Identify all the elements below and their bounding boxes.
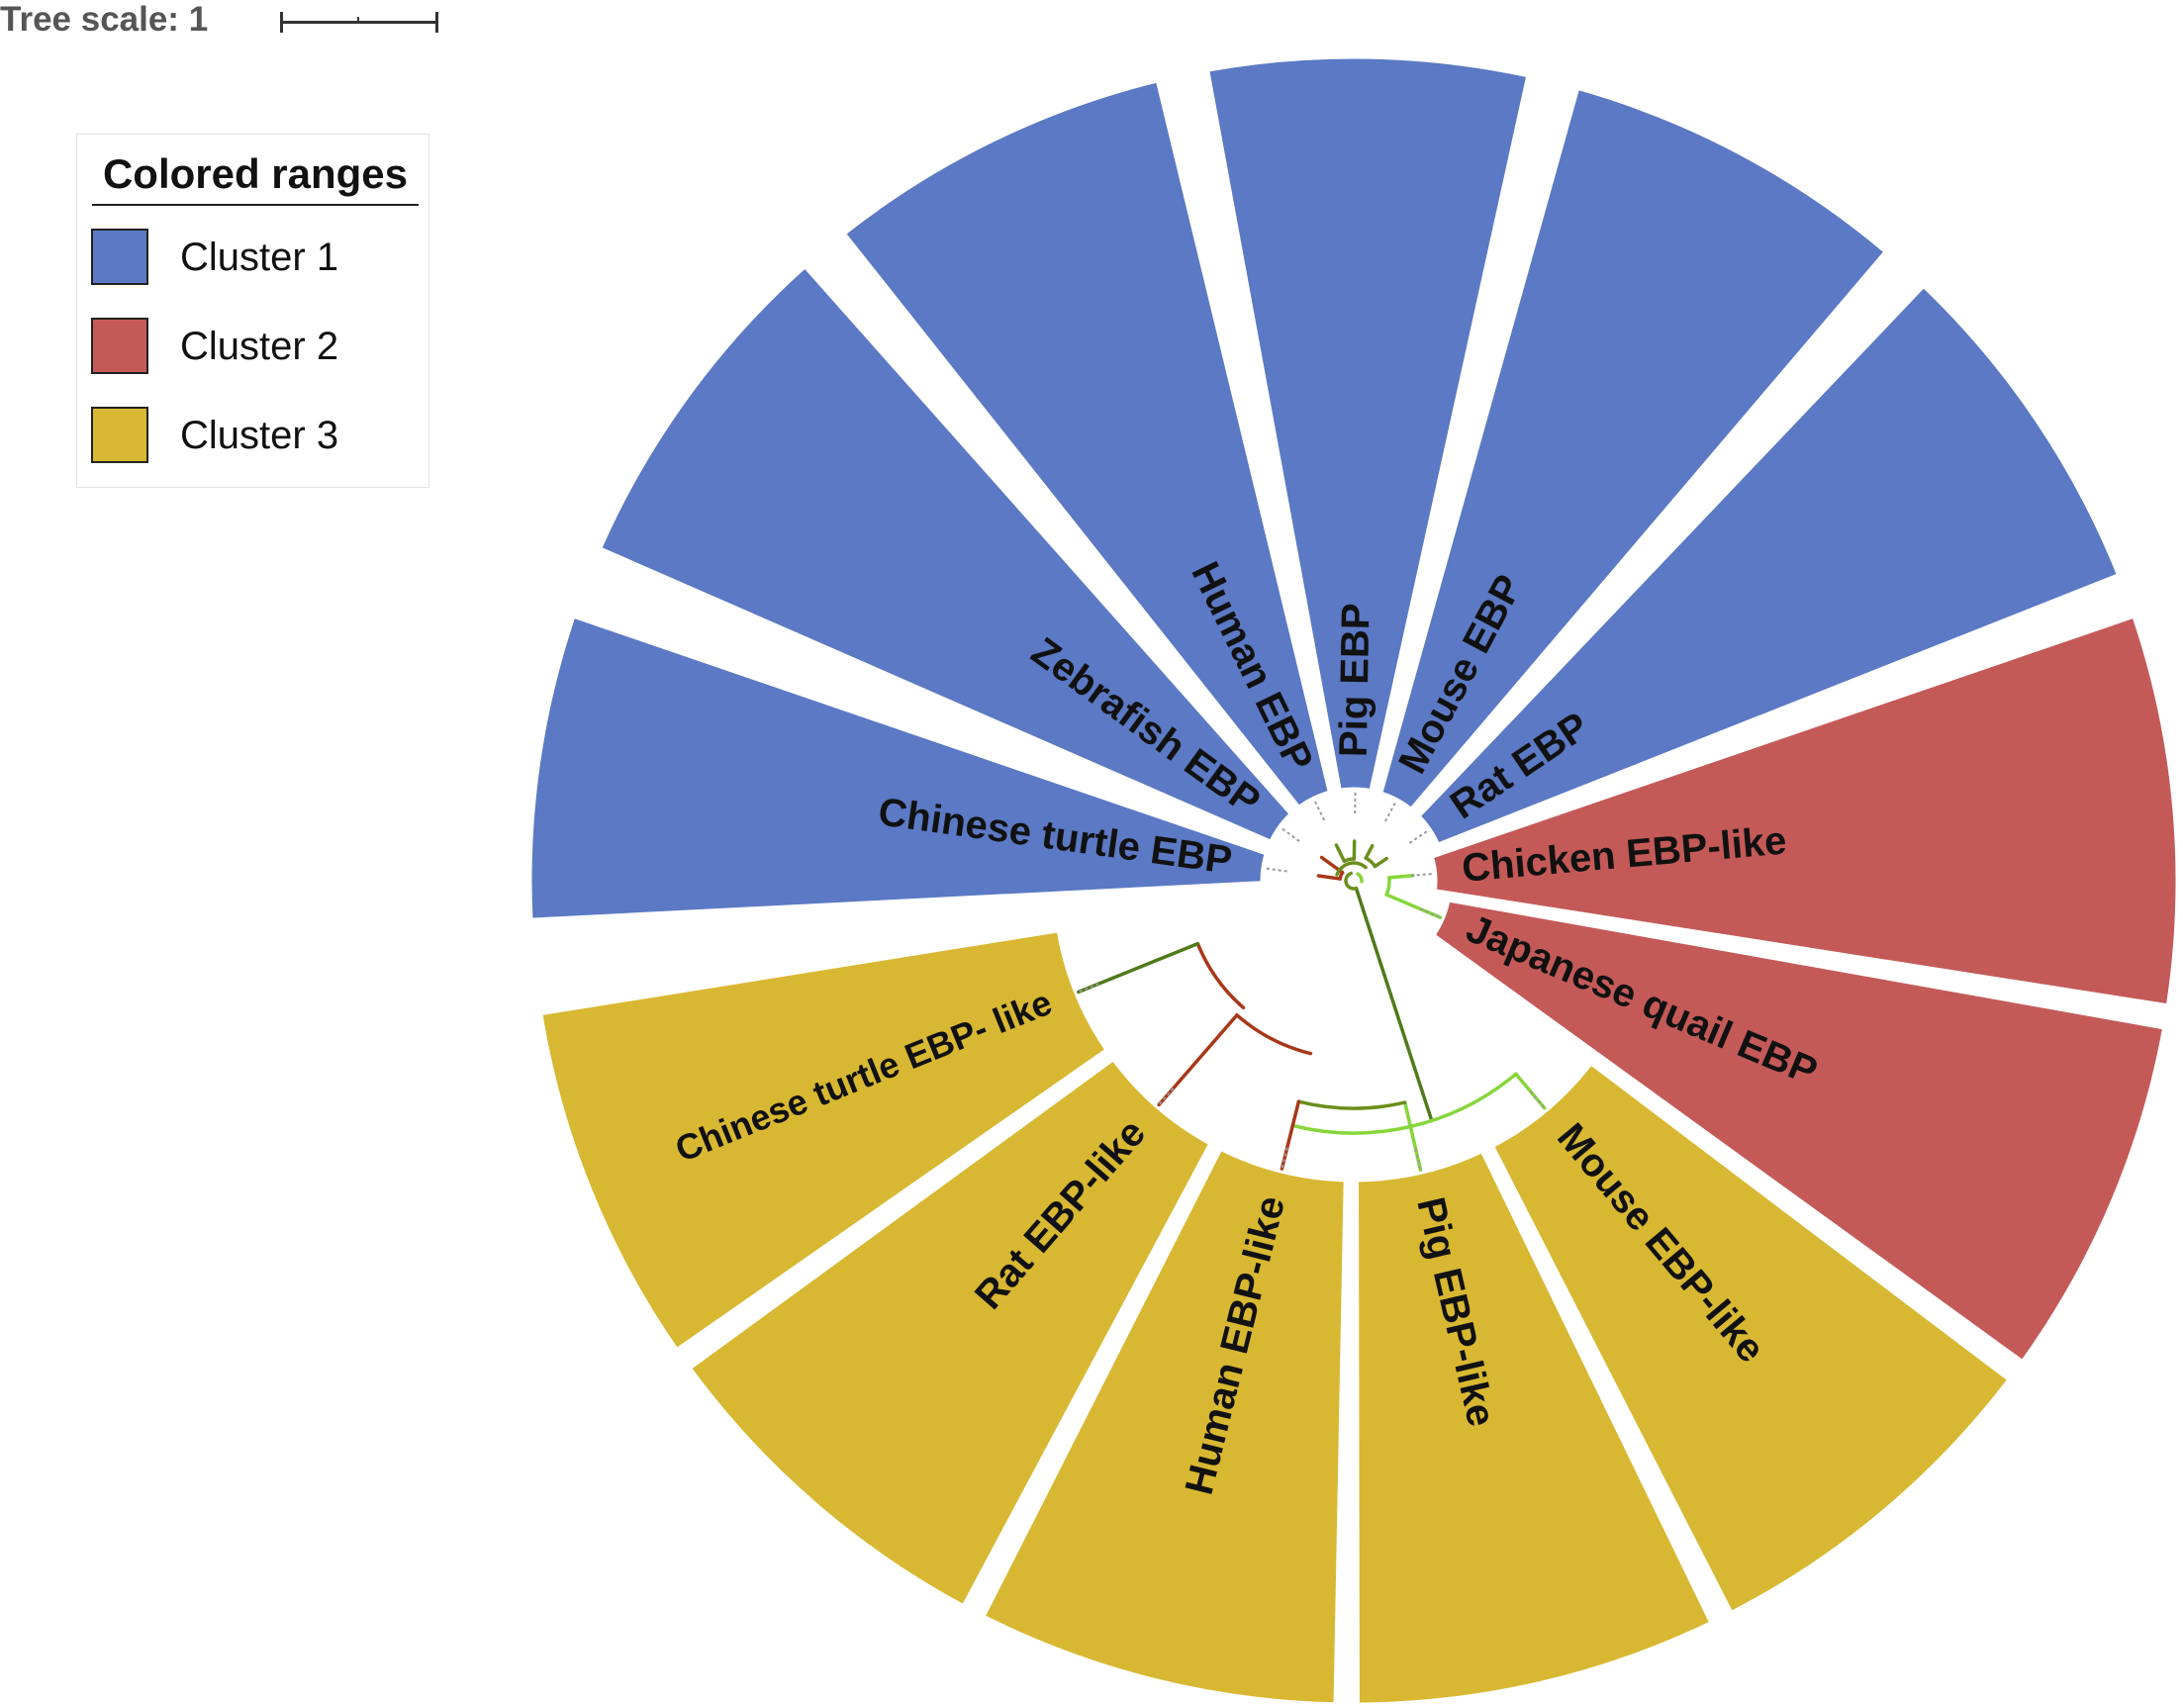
range-segment-zebrafish-ebp bbox=[590, 256, 1301, 851]
legend-label-cluster-3: Cluster 3 bbox=[180, 414, 339, 457]
branch-c3-arc4 bbox=[1195, 941, 1246, 1010]
leaf-leader-human-ebp-like bbox=[1280, 1147, 1288, 1172]
range-segment-pig-ebp bbox=[1199, 49, 1537, 800]
branch-c2-arc bbox=[1384, 876, 1391, 897]
colored-range-segments bbox=[522, 49, 2183, 1708]
range-segment-human-ebp-like bbox=[974, 1139, 1353, 1708]
legend-label-cluster-2: Cluster 2 bbox=[180, 325, 339, 368]
range-segment-chinese-turtle-ebp-like bbox=[532, 922, 1117, 1361]
branch-c1-arc2 bbox=[1342, 857, 1357, 863]
range-segment-japanese-quail-ebp bbox=[1423, 892, 2173, 1372]
range-segment-human-ebp bbox=[834, 71, 1339, 817]
leaf-leader-chinese-turtle-ebp-like bbox=[1076, 983, 1099, 995]
branch-c3-pig bbox=[1402, 1100, 1423, 1173]
range-segment-mouse-ebp bbox=[1372, 79, 1896, 819]
legend-swatch-cluster-2 bbox=[91, 318, 148, 374]
branch-c1-c bbox=[1334, 843, 1347, 863]
branch-c3-arc2 bbox=[1296, 1099, 1407, 1110]
branch-root-arc bbox=[1344, 871, 1359, 891]
tree-scale-tick bbox=[357, 17, 359, 24]
branch-c3-mouse bbox=[1514, 1072, 1547, 1110]
branch-c3-arc3 bbox=[1235, 1013, 1313, 1056]
leaf-leader-chicken-ebp-like bbox=[1410, 872, 1435, 877]
legend-label-cluster-1: Cluster 1 bbox=[180, 236, 339, 279]
range-segment-rat-ebp bbox=[1408, 275, 2129, 854]
branch-c1-f bbox=[1373, 856, 1388, 869]
leaf-leader-mouse-ebp bbox=[1384, 800, 1398, 822]
range-segment-chinese-turtle-ebp bbox=[522, 607, 1276, 927]
range-segment-chicken-ebp-like bbox=[1422, 607, 2183, 1014]
leaf-leader-rat-ebp-like bbox=[1157, 1088, 1175, 1107]
leaf-leader-chinese-turtle-ebp bbox=[1263, 867, 1287, 873]
leaf-leader-mouse-ebp-like bbox=[1529, 1091, 1547, 1110]
branch-c3-human bbox=[1280, 1099, 1301, 1171]
leaf-leader-pig-ebp-like bbox=[1414, 1148, 1422, 1173]
range-segment-pig-ebp-like bbox=[1350, 1141, 1721, 1708]
range-segment-mouse-ebp-like bbox=[1482, 1053, 2020, 1623]
branch-c3-rat bbox=[1157, 1013, 1239, 1107]
branch-c3-stem bbox=[1354, 886, 1434, 1123]
legend-swatch-cluster-3 bbox=[91, 407, 148, 463]
branch-c2-a bbox=[1387, 874, 1415, 880]
branch-c1-arc1 bbox=[1338, 871, 1345, 881]
leaf-leader-zebrafish-ebp bbox=[1279, 826, 1300, 842]
branch-c1-a bbox=[1316, 874, 1342, 881]
tree-scale-bar bbox=[280, 12, 438, 33]
leaf-label-pig-ebp: Pig EBP bbox=[1332, 603, 1378, 757]
leaf-leader-japanese-quail-ebp bbox=[1419, 907, 1443, 919]
leaf-leader-human-ebp bbox=[1312, 798, 1326, 821]
branch-c1-e bbox=[1364, 843, 1375, 860]
branch-root-arc2 bbox=[1356, 872, 1364, 884]
tree-scale-label: Tree scale: 1 bbox=[0, 0, 209, 39]
legend-swatch-cluster-1 bbox=[91, 229, 148, 285]
range-segment-rat-ebp-like bbox=[680, 1049, 1220, 1616]
branch-c1-arc4 bbox=[1335, 861, 1368, 877]
leaf-leader-rat-ebp bbox=[1408, 828, 1430, 844]
colored-ranges-legend: Colored ranges Cluster 1 Cluster 2 Clust… bbox=[76, 134, 429, 488]
legend-title: Colored ranges bbox=[92, 144, 419, 206]
branch-c1-arc3 bbox=[1364, 856, 1377, 869]
